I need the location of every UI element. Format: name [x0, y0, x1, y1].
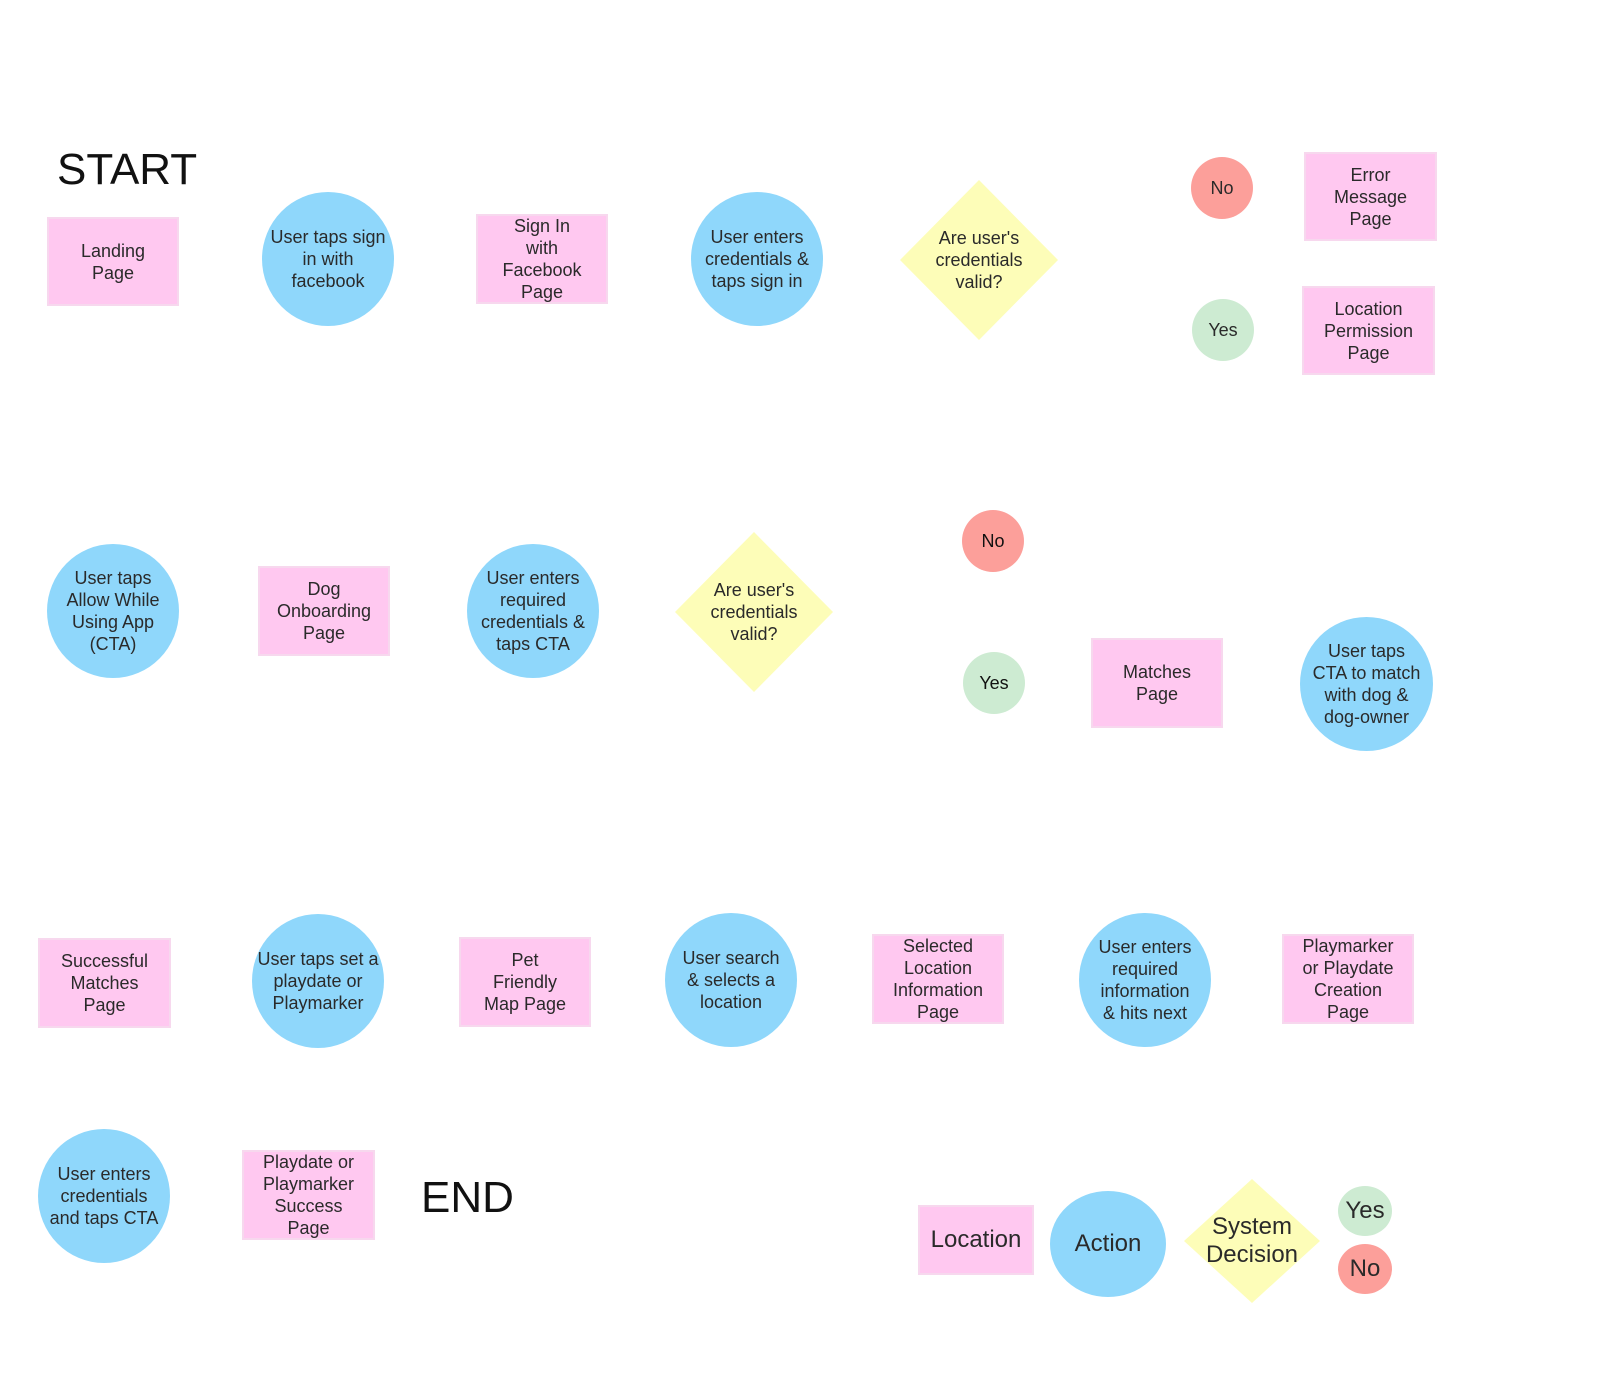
matches-page-label: Matches Page: [1122, 662, 1192, 704]
error-message-page-label: Error Message Page: [1333, 164, 1408, 229]
yes-node-1: Yes: [1192, 299, 1254, 361]
no-node-2: No: [962, 510, 1024, 572]
location-permission-page-node: Location Permission Page: [1302, 286, 1435, 375]
selected-location-info-page-node: Selected Location Information Page: [872, 934, 1004, 1024]
legend-system-decision-label: System Decision: [1205, 1213, 1299, 1268]
taps-cta-match-label: User taps CTA to match with dog & dog-ow…: [1312, 641, 1421, 727]
search-selects-location-label: User search & selects a location: [682, 948, 780, 1012]
enters-required-credentials-label: User enters required credentials & taps …: [480, 568, 586, 654]
search-selects-location-node: User search & selects a location: [665, 913, 797, 1047]
landing-page-node: Landing Page: [47, 217, 179, 306]
no-label-2: No: [981, 531, 1005, 551]
location-permission-page-label: Location Permission Page: [1323, 298, 1414, 363]
dog-onboarding-page-node: Dog Onboarding Page: [258, 566, 390, 656]
dog-onboarding-page-label: Dog Onboarding Page: [276, 579, 372, 643]
playdate-success-page-label: Playdate or Playmarker Success Page: [262, 1152, 355, 1238]
no-label-1: No: [1210, 178, 1234, 198]
enters-required-credentials-node: User enters required credentials & taps …: [467, 544, 599, 678]
sign-in-facebook-page-label: Sign In with Facebook Page: [502, 216, 582, 302]
legend-system-decision: System Decision: [1184, 1179, 1320, 1303]
playmarker-creation-page-node: Playmarker or Playdate Creation Page: [1282, 934, 1414, 1024]
legend-action: Action: [1050, 1191, 1166, 1297]
playdate-success-page-node: Playdate or Playmarker Success Page: [242, 1150, 375, 1240]
playmarker-creation-page-label: Playmarker or Playdate Creation Page: [1302, 936, 1394, 1022]
yes-label-2: Yes: [979, 673, 1009, 693]
enters-required-information-label: User enters required information & hits …: [1098, 937, 1192, 1023]
yes-node-2: Yes: [963, 652, 1025, 714]
enters-credentials-taps-cta-node: User enters credentials and taps CTA: [38, 1129, 170, 1263]
enters-credentials-taps-cta-label: User enters credentials and taps CTA: [49, 1164, 159, 1228]
legend-action-label: Action: [1074, 1230, 1142, 1257]
legend-location-label: Location: [930, 1226, 1022, 1253]
taps-sign-in-facebook-node: User taps sign in with facebook: [262, 192, 394, 326]
pet-friendly-map-page-label: Pet Friendly Map Page: [483, 950, 567, 1014]
credentials-valid-decision-2: Are user's credentials valid?: [675, 532, 833, 692]
taps-sign-in-facebook-label: User taps sign in with facebook: [270, 227, 386, 291]
start-label: START: [57, 145, 198, 194]
taps-allow-while-using-label: User taps Allow While Using App (CTA): [66, 568, 160, 654]
credentials-valid-decision-1: Are user's credentials valid?: [900, 180, 1058, 340]
error-message-page-node: Error Message Page: [1304, 152, 1437, 241]
landing-page-label: Landing Page: [80, 240, 146, 283]
legend-no: No: [1338, 1244, 1392, 1294]
no-node-1: No: [1191, 157, 1253, 219]
legend-diamond-shape: [1184, 1179, 1320, 1303]
successful-matches-page-node: Successful Matches Page: [38, 938, 171, 1028]
pet-friendly-map-page-node: Pet Friendly Map Page: [459, 937, 591, 1027]
credentials-valid-label-2: Are user's credentials valid?: [710, 580, 798, 644]
legend-yes: Yes: [1338, 1186, 1392, 1236]
matches-page-node: Matches Page: [1091, 638, 1223, 728]
taps-set-playdate-label: User taps set a playdate or Playmarker: [257, 949, 379, 1013]
enters-credentials-node: User enters credentials & taps sign in: [691, 192, 823, 326]
enters-required-information-node: User enters required information & hits …: [1079, 913, 1211, 1047]
taps-set-playdate-node: User taps set a playdate or Playmarker: [252, 914, 384, 1048]
sign-in-facebook-page-node: Sign In with Facebook Page: [476, 214, 608, 304]
end-label: END: [421, 1173, 514, 1222]
taps-allow-while-using-node: User taps Allow While Using App (CTA): [47, 544, 179, 678]
taps-cta-match-node: User taps CTA to match with dog & dog-ow…: [1300, 617, 1433, 751]
successful-matches-page-label: Successful Matches Page: [60, 951, 149, 1015]
decision-diamond-shape: [675, 532, 833, 692]
yes-label-1: Yes: [1208, 320, 1238, 340]
legend-location: Location: [918, 1205, 1034, 1275]
legend-no-label: No: [1349, 1255, 1381, 1282]
enters-credentials-label: User enters credentials & taps sign in: [704, 227, 810, 291]
credentials-valid-label-1: Are user's credentials valid?: [935, 228, 1023, 292]
legend-yes-label: Yes: [1345, 1197, 1385, 1224]
decision-diamond-shape: [900, 180, 1058, 340]
selected-location-info-page-label: Selected Location Information Page: [892, 936, 984, 1022]
